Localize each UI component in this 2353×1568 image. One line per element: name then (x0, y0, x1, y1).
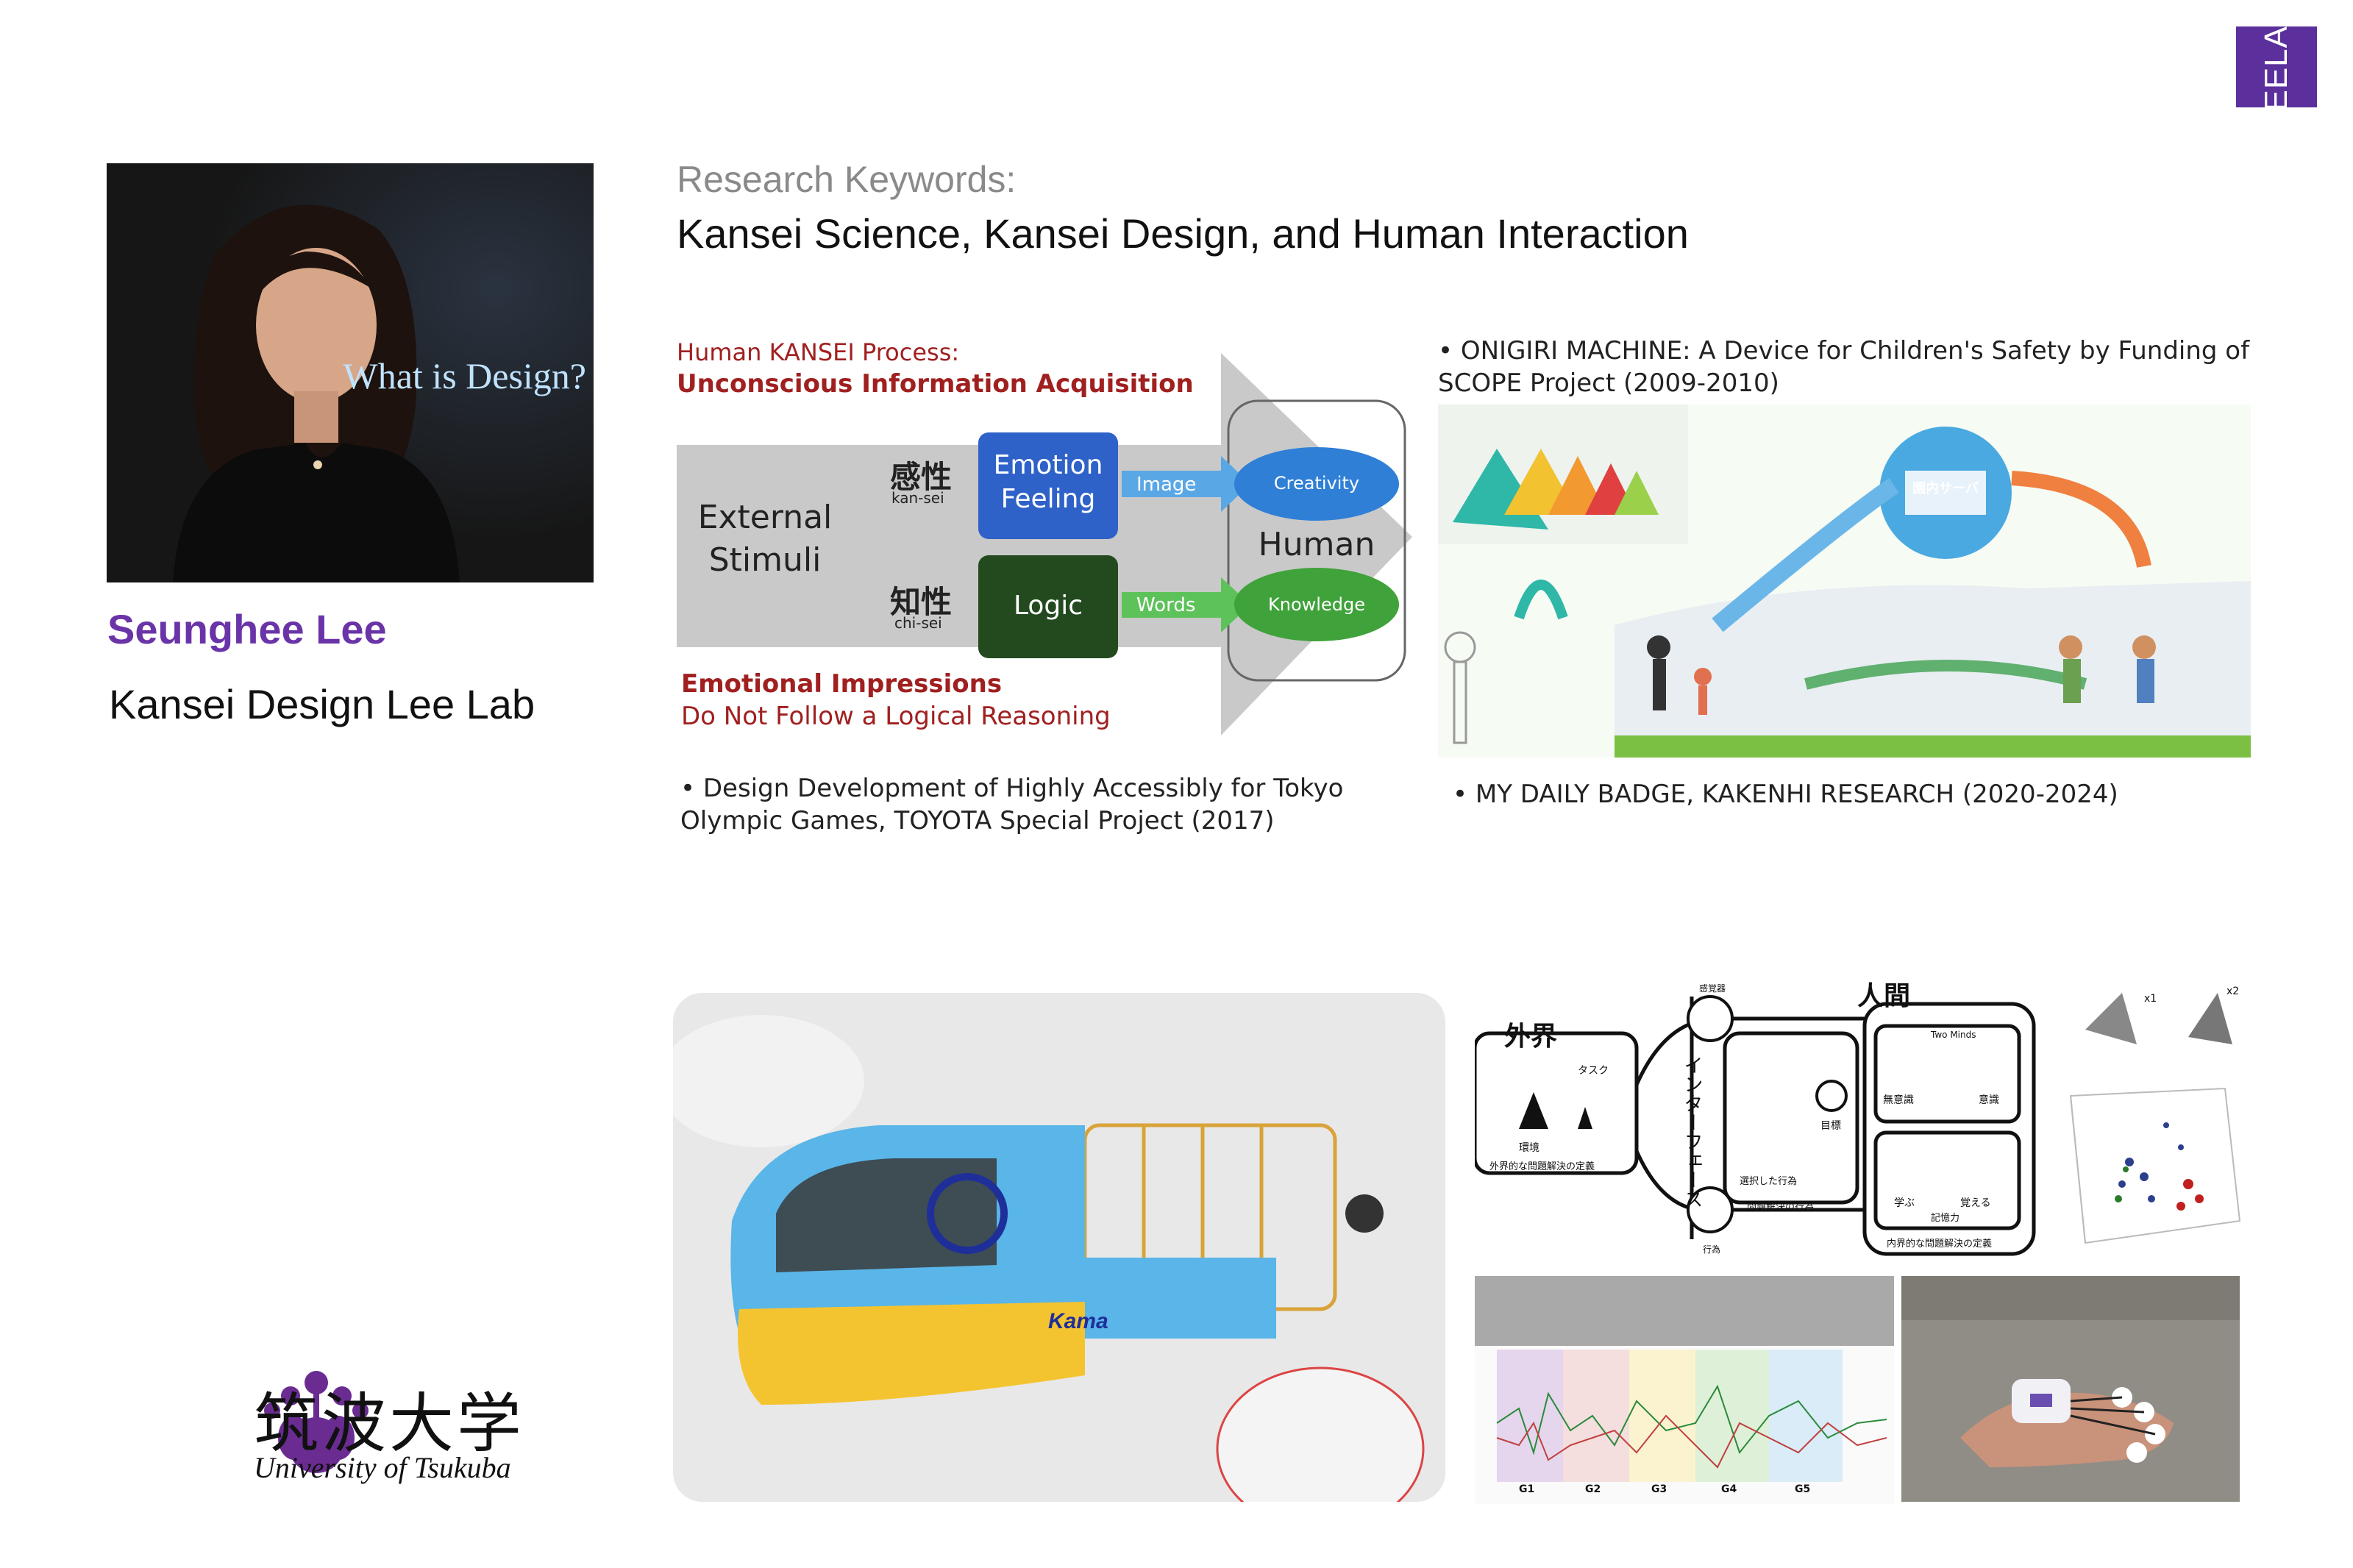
environment-label: 環境 (1519, 1142, 1539, 1154)
kansei-diagram-graphic (677, 353, 1412, 735)
action-label: 行為 (1703, 1244, 1721, 1255)
internal-definition-label: 内界的な問題解決の定義 (1887, 1239, 1993, 1250)
emotional-impressions-title: Emotional Impressions (681, 669, 1003, 699)
photo-caption: What is Design? (343, 355, 586, 396)
segment-g2: G2 (1585, 1483, 1601, 1495)
university-name-jp: 筑波大学 (254, 1386, 525, 1461)
gesture-chart-graphic (1475, 1276, 1894, 1482)
image-arrow-label: Image (1136, 474, 1197, 496)
learn-label: 学ぶ (1894, 1197, 1915, 1209)
onigiri-machine-illustration: 園内サーバ (1438, 405, 2251, 758)
outside-world-label: 外界 (1504, 1022, 1558, 1052)
kansei-process-diagram: Human KANSEI Process: Unconscious Inform… (677, 338, 1412, 750)
keywords-text: Kansei Science, Kansei Design, and Human… (677, 210, 1689, 257)
process-subtitle: Unconscious Information Acquisition (677, 369, 1194, 399)
keywords-label: Research Keywords: (677, 159, 1017, 200)
lab-logo: LEELAB (2236, 4, 2317, 130)
speaker-name: Seunghee Lee (107, 606, 387, 652)
creativity-oval: Creativity (1273, 473, 1360, 493)
logic-box: Logic (1013, 591, 1083, 621)
segment-g3: G3 (1651, 1483, 1667, 1495)
gesture-signal-chart: G1 G2 G3 G4 G5 (1475, 1276, 1894, 1504)
segment-g4: G4 (1721, 1483, 1737, 1495)
human-label: Human (1258, 526, 1375, 563)
speaker-photo-graphic (107, 163, 594, 582)
external-definition-label: 外界的な問題解決の定義 (1489, 1161, 1595, 1172)
server-label: 園内サーバ (1912, 481, 1979, 496)
scatter-3d-plot: x1 x2 (2056, 978, 2247, 1265)
wearable-photo-graphic (1901, 1276, 2240, 1502)
vehicle-brand-label: Kama (1048, 1309, 1108, 1333)
scatter-3d-graphic (2069, 993, 2241, 1244)
interface-label: インターフェース (1681, 1055, 1703, 1208)
knowledge-oval: Knowledge (1268, 594, 1365, 615)
university-name-en: University of Tsukuba (254, 1451, 511, 1484)
university-crest-icon (264, 1371, 369, 1473)
segment-g5: G5 (1795, 1483, 1811, 1495)
vehicle-graphic (673, 993, 1445, 1502)
kansei-reading: kan-sei (891, 489, 944, 507)
interaction-diagram-graphic (1473, 995, 2036, 1256)
conscious-label: 意識 (1979, 1094, 1999, 1106)
chisei-kanji: 知性 (890, 584, 953, 620)
problem-solving-label: 問題解決の行為 (1747, 1202, 1815, 1213)
x2-label: x2 (2226, 986, 2240, 997)
human-section-label: 人間 (1857, 981, 1911, 1011)
lab-name: Kansei Design Lee Lab (109, 681, 535, 727)
words-arrow-label: Words (1136, 594, 1196, 616)
badge-project-caption: • MY DAILY BADGE, KAKENHI RESEARCH (2020… (1453, 780, 2118, 809)
selected-action-label: 選択した行為 (1740, 1176, 1798, 1187)
tokyo-olympic-vehicle-render: Kama (673, 993, 1445, 1502)
remember-label: 覚える (1960, 1197, 1991, 1209)
onigiri-illustration-graphic (1438, 405, 2251, 758)
unconscious-label: 無意識 (1883, 1094, 1914, 1106)
goal-label: 目標 (1820, 1120, 1841, 1132)
human-interface-diagram: 外界 人間 インターフェース タスク 環境 外界的な問題解決の定義 Two Mi… (1473, 974, 2041, 1269)
external-stimuli-label: External Stimuli (697, 499, 833, 579)
task-label: タスク (1578, 1065, 1609, 1077)
x1-label: x1 (2144, 993, 2157, 1005)
memory-label: 記憶力 (1931, 1213, 1960, 1224)
perception-label: 感覚器 (1699, 983, 1726, 994)
kansei-kanji: 感性 (890, 459, 953, 495)
segment-g1: G1 (1519, 1483, 1535, 1495)
emotion-feeling-box: Emotion Feeling (993, 450, 1103, 514)
chisei-reading: chi-sei (894, 614, 942, 632)
emotional-impressions-subtitle: Do Not Follow a Logical Reasoning (681, 702, 1111, 731)
onigiri-project-caption: • ONIGIRI MACHINE: A Device for Children… (1438, 336, 2250, 398)
wearable-device-photo (1901, 1276, 2240, 1502)
speaker-photo: What is Design? (107, 163, 594, 582)
process-title: Human KANSEI Process: (677, 338, 960, 366)
two-minds-label: Two Minds (1931, 1030, 1976, 1040)
olympic-project-caption: • Design Development of Highly Accessibl… (680, 774, 1344, 835)
